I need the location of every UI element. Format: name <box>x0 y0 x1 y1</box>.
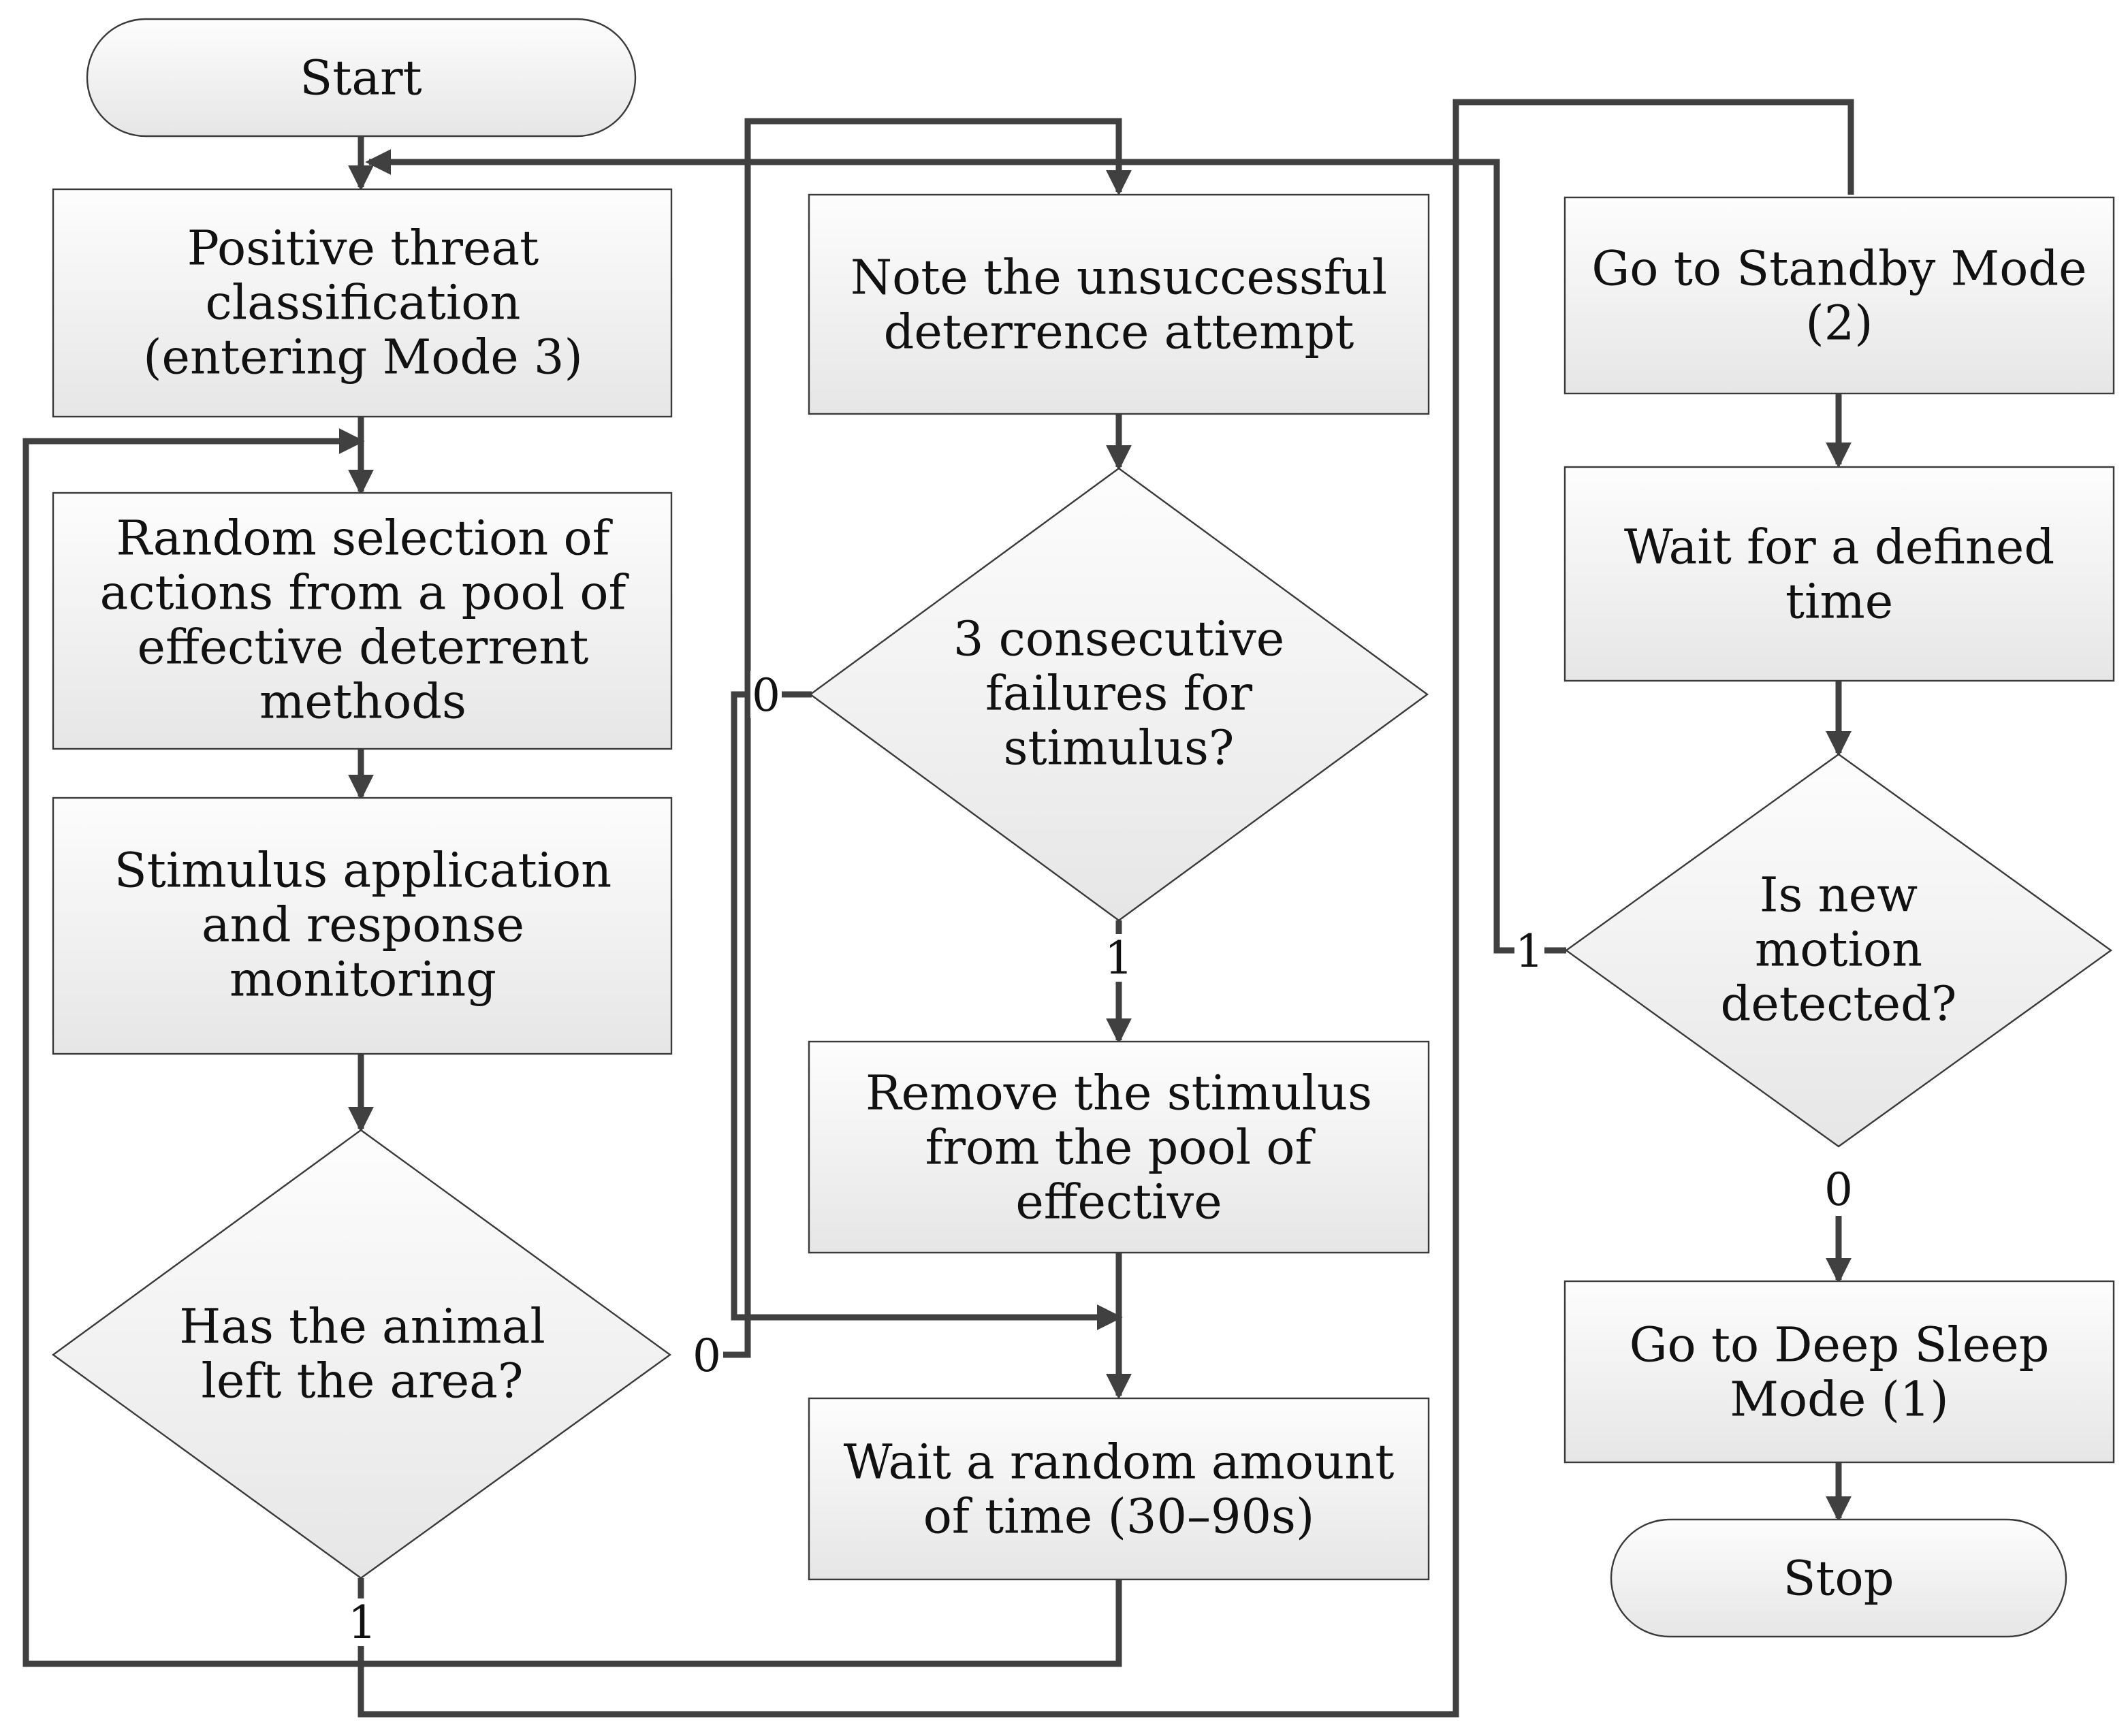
branch-labels: 0 1 0 1 1 0 <box>347 669 1855 1649</box>
node-text-line: Remove the stimulus <box>866 1065 1372 1121</box>
node-text-line: (2) <box>1805 295 1873 351</box>
node-text-line: left the area? <box>202 1353 524 1409</box>
node-text-line: methods <box>259 674 466 730</box>
stop-label: Stop <box>1783 1551 1894 1607</box>
stimulus-application-box <box>52 797 673 1055</box>
edge-wait-loop-back <box>22 428 1122 1667</box>
node-text-line: time <box>1785 574 1893 630</box>
node-text-line: Go to Deep Sleep <box>1630 1317 2050 1373</box>
node-text-line: Positive threat <box>187 221 539 276</box>
node-text-line: Wait for a defined <box>1624 519 2054 575</box>
wait-defined-box <box>1563 466 2115 682</box>
stop-terminal <box>1610 1518 2067 1638</box>
node-text-line: Mode (1) <box>1730 1372 1948 1428</box>
edge-left-area-yes-to-standby <box>358 99 1854 1718</box>
node-text-line: Is new <box>1760 867 1918 923</box>
consecutive-yes-label: 1 <box>1105 932 1133 984</box>
positive-classification-box <box>52 188 673 418</box>
node-standby: Go to Standby Mode(2) <box>1563 196 2115 395</box>
motion-no-label: 0 <box>1824 1163 1853 1216</box>
node-text-line: Go to Standby Mode <box>1591 241 2086 297</box>
node-text-line: failures for <box>985 666 1253 722</box>
node-text-line: stimulus? <box>1004 720 1235 776</box>
edge-left-area-no-to-note <box>708 118 1132 1358</box>
node-text-line: of time (30–90s) <box>923 1489 1315 1545</box>
node-text-line: Note the unsuccessful <box>851 250 1387 306</box>
start-label: Start <box>300 50 422 106</box>
remove-stimulus-box <box>808 1040 1430 1254</box>
node-stop: Stop <box>1610 1518 2067 1638</box>
note-attempt-box <box>808 193 1430 415</box>
left-area-diamond <box>51 1129 672 1579</box>
node-text-line: Stop <box>1783 1551 1894 1607</box>
standby-label: Go to Standby Mode(2) <box>1591 241 2086 351</box>
node-text-line: actions from a pool of <box>100 565 630 621</box>
random-selection-box <box>52 492 673 750</box>
node-text-line: Random selection of <box>116 511 613 566</box>
node-text-line: 3 consecutive <box>953 611 1284 667</box>
node-text-line: effective <box>1015 1174 1222 1230</box>
node-text-line: Wait a random amount <box>844 1434 1395 1490</box>
consecutive-no-label: 0 <box>752 669 780 722</box>
wait-random-box <box>808 1397 1430 1581</box>
motion-diamond <box>1564 753 2113 1148</box>
node-text-line: monitoring <box>229 952 496 1008</box>
node-text-line: (entering Mode 3) <box>143 329 583 385</box>
left-area-no-label: 0 <box>693 1330 721 1382</box>
left-area-yes-label: 1 <box>348 1596 377 1649</box>
motion-yes-label: 1 <box>1515 925 1544 978</box>
node-text-line: Stimulus application <box>114 843 612 899</box>
node-text-line: from the pool of <box>925 1120 1316 1176</box>
node-text-line: Has the animal <box>179 1299 545 1355</box>
node-text-line: Start <box>300 50 422 106</box>
node-text-line: classification <box>206 275 521 331</box>
consecutive-diamond <box>808 467 1429 922</box>
deep-sleep-box <box>1563 1280 2115 1464</box>
node-text-line: effective deterrent <box>138 620 589 675</box>
node-text-line: deterrence attempt <box>884 304 1354 360</box>
node-start: Start <box>86 18 637 138</box>
standby-box <box>1563 196 2115 395</box>
node-text-line: motion <box>1755 922 1922 978</box>
node-text-line: detected? <box>1721 976 1957 1032</box>
start-terminal <box>86 18 637 138</box>
node-text-line: and response <box>202 897 524 953</box>
